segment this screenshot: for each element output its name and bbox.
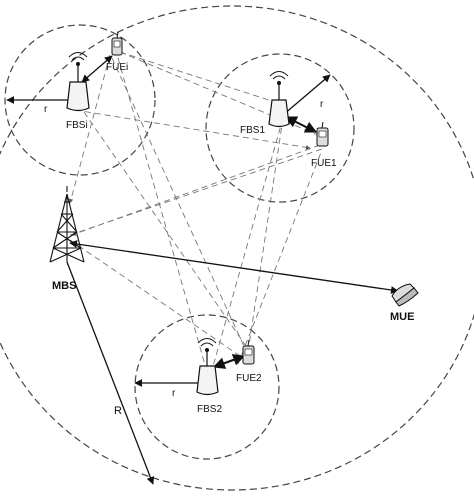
label-radius-fbs1: r <box>320 99 324 110</box>
femto-base-station-icon <box>196 338 219 396</box>
radius-line-fbs1 <box>282 74 331 116</box>
femto-cell-fbs1 <box>205 53 355 203</box>
label-fbs1: FBS1 <box>240 125 265 136</box>
phone-icon <box>111 31 123 56</box>
femto-cell-fbs2 <box>134 314 280 460</box>
label-radius-fbs2: r <box>172 388 176 399</box>
label-fue2: FUE2 <box>236 373 262 384</box>
label-fbsi: FBSi <box>66 120 88 131</box>
label-radius-mbs: R <box>114 405 122 417</box>
flip-phone-icon <box>391 283 419 307</box>
link-fbs2-fue2 <box>212 354 246 369</box>
label-fue1: FUE1 <box>311 158 337 169</box>
phone-icon <box>316 121 329 147</box>
link-fbsi-fuei <box>81 55 113 83</box>
link-mbs-mue <box>69 240 399 294</box>
macro-tower-icon <box>49 186 85 263</box>
label-fuei: FUEi <box>106 62 128 73</box>
link-fbs1-fue1 <box>284 116 318 133</box>
femto-base-station-icon <box>66 52 90 112</box>
label-fbs2: FBS2 <box>197 404 222 415</box>
radius-line-mbs <box>66 261 155 485</box>
femto-base-station-icon <box>268 71 290 128</box>
label-mue: MUE <box>390 311 414 323</box>
macro-cell-boundary <box>0 5 474 491</box>
femto-cell-fbsi <box>4 24 156 176</box>
label-radius-fbsi: r <box>44 104 48 115</box>
phone-icon <box>242 339 255 365</box>
label-mbs: MBS <box>52 280 76 292</box>
interference-links <box>68 51 326 373</box>
